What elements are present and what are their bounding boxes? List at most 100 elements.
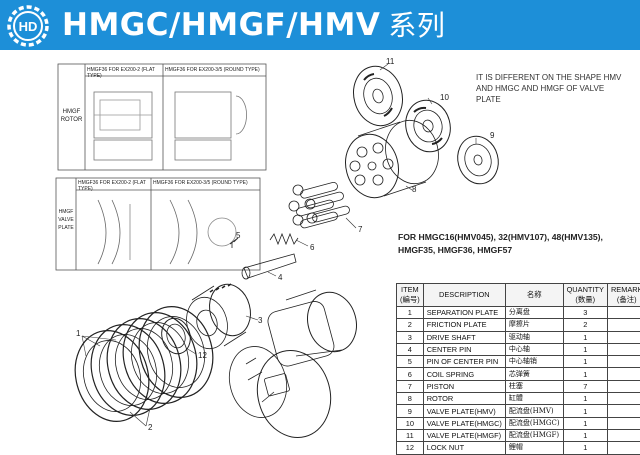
callout-3: 3: [258, 316, 263, 325]
cell-quantity: 1: [563, 442, 607, 454]
callout-9: 9: [490, 131, 495, 140]
cell-quantity: 1: [563, 368, 607, 380]
cell-description: VALVE PLATE(HMGF): [423, 429, 505, 441]
rotor-reference-box: [58, 64, 266, 170]
rotor-box-side-label: HMGF ROTOR: [58, 108, 85, 124]
cell-item-no: 10: [397, 417, 424, 429]
cell-remark: [607, 319, 640, 331]
col-quantity: QUANTITY(数量): [563, 284, 607, 307]
cell-name-cn: 芯弹簧: [505, 368, 563, 380]
col-item-en: ITEM: [401, 285, 419, 294]
col-item-cn: (編号): [400, 295, 420, 304]
cell-quantity: 1: [563, 343, 607, 355]
cell-item-no: 1: [397, 307, 424, 319]
part-7-pistons: [289, 181, 350, 228]
parts-table: ITEM(編号) DESCRIPTION 名称 QUANTITY(数量) REM…: [396, 283, 640, 455]
callout-2: 2: [148, 423, 153, 432]
callout-10: 10: [440, 93, 449, 102]
callout-6: 6: [310, 243, 315, 252]
cell-item-no: 12: [397, 442, 424, 454]
cell-remark: [607, 429, 640, 441]
cell-item-no: 2: [397, 319, 424, 331]
valve-box-caption-round: HMGF36 FOR EX200-3/5 (ROUND TYPE): [153, 180, 259, 186]
cell-remark: [607, 380, 640, 392]
cell-name-cn: 分离盘: [505, 307, 563, 319]
cell-name-cn: 配流盘(HMGF): [505, 429, 563, 441]
part-4-center-pin: [242, 254, 296, 279]
callout-7: 7: [358, 225, 363, 234]
cell-description: VALVE PLATE(HMGC): [423, 417, 505, 429]
company-logo: HD: [6, 4, 50, 48]
cell-item-no: 3: [397, 331, 424, 343]
cell-item-no: 8: [397, 393, 424, 405]
cell-remark: [607, 307, 640, 319]
col-remark-en: REMARK: [611, 285, 640, 294]
cell-quantity: 1: [563, 331, 607, 343]
col-description: DESCRIPTION: [423, 284, 505, 307]
col-quantity-cn: (数量): [575, 295, 595, 304]
cell-description: PIN OF CENTER PIN: [423, 356, 505, 368]
cell-name-cn: 驱动轴: [505, 331, 563, 343]
cell-quantity: 7: [563, 380, 607, 392]
valve-box-side-label: HMGF VALVE PLATE: [56, 208, 76, 232]
rotor-box-caption-round: HMGF36 FOR EX200-3/5 (ROUND TYPE): [165, 67, 265, 73]
cell-quantity: 3: [563, 307, 607, 319]
cell-quantity: 1: [563, 429, 607, 441]
page-title-cn: 系列: [388, 9, 445, 42]
cell-quantity: 1: [563, 417, 607, 429]
cell-item-no: 4: [397, 343, 424, 355]
col-item: ITEM(編号): [397, 284, 424, 307]
valve-box-caption-flat: HMGF36 FOR EX200-2 (FLAT TYPE): [78, 180, 150, 192]
cell-name-cn: 配流盘(HMGC): [505, 417, 563, 429]
cell-description: FRICTION PLATE: [423, 319, 505, 331]
cell-remark: [607, 417, 640, 429]
cell-name-cn: 中心轴销: [505, 356, 563, 368]
cell-item-no: 11: [397, 429, 424, 441]
callout-5: 5: [236, 231, 241, 240]
cell-description: SEPARATION PLATE: [423, 307, 505, 319]
cell-remark: [607, 368, 640, 380]
parts-table-header: ITEM(編号) DESCRIPTION 名称 QUANTITY(数量) REM…: [397, 284, 640, 307]
cell-name-cn: 缸體: [505, 393, 563, 405]
col-remark-cn: (备注): [617, 295, 637, 304]
col-name-cn: 名称: [505, 284, 563, 307]
cell-description: LOCK NUT: [423, 442, 505, 454]
callout-4: 4: [278, 273, 283, 282]
cell-description: COIL SPRING: [423, 368, 505, 380]
cell-remark: [607, 442, 640, 454]
cell-name-cn: 柱塞: [505, 380, 563, 392]
callout-1: 1: [76, 329, 81, 338]
part-11-valve-plate-hmgf: [347, 61, 409, 131]
cell-remark: [607, 356, 640, 368]
cell-quantity: 1: [563, 405, 607, 417]
callout-12: 12: [198, 351, 207, 360]
part-6-coil-spring: [270, 234, 298, 244]
cell-description: PISTON: [423, 380, 505, 392]
cell-quantity: 2: [563, 319, 607, 331]
cell-remark: [607, 393, 640, 405]
cell-remark: [607, 343, 640, 355]
cell-description: VALVE PLATE(HMV): [423, 405, 505, 417]
cell-name-cn: 鲤帽: [505, 442, 563, 454]
cell-description: DRIVE SHAFT: [423, 331, 505, 343]
cell-name-cn: 摩擦片: [505, 319, 563, 331]
cell-quantity: 1: [563, 356, 607, 368]
parts-1-2-clutch-plates: [65, 298, 222, 430]
assembled-housing: [222, 287, 363, 446]
cell-item-no: 9: [397, 405, 424, 417]
rotor-box-caption-flat: HMGF36 FOR EX200-2 (FLAT TYPE): [87, 67, 161, 79]
